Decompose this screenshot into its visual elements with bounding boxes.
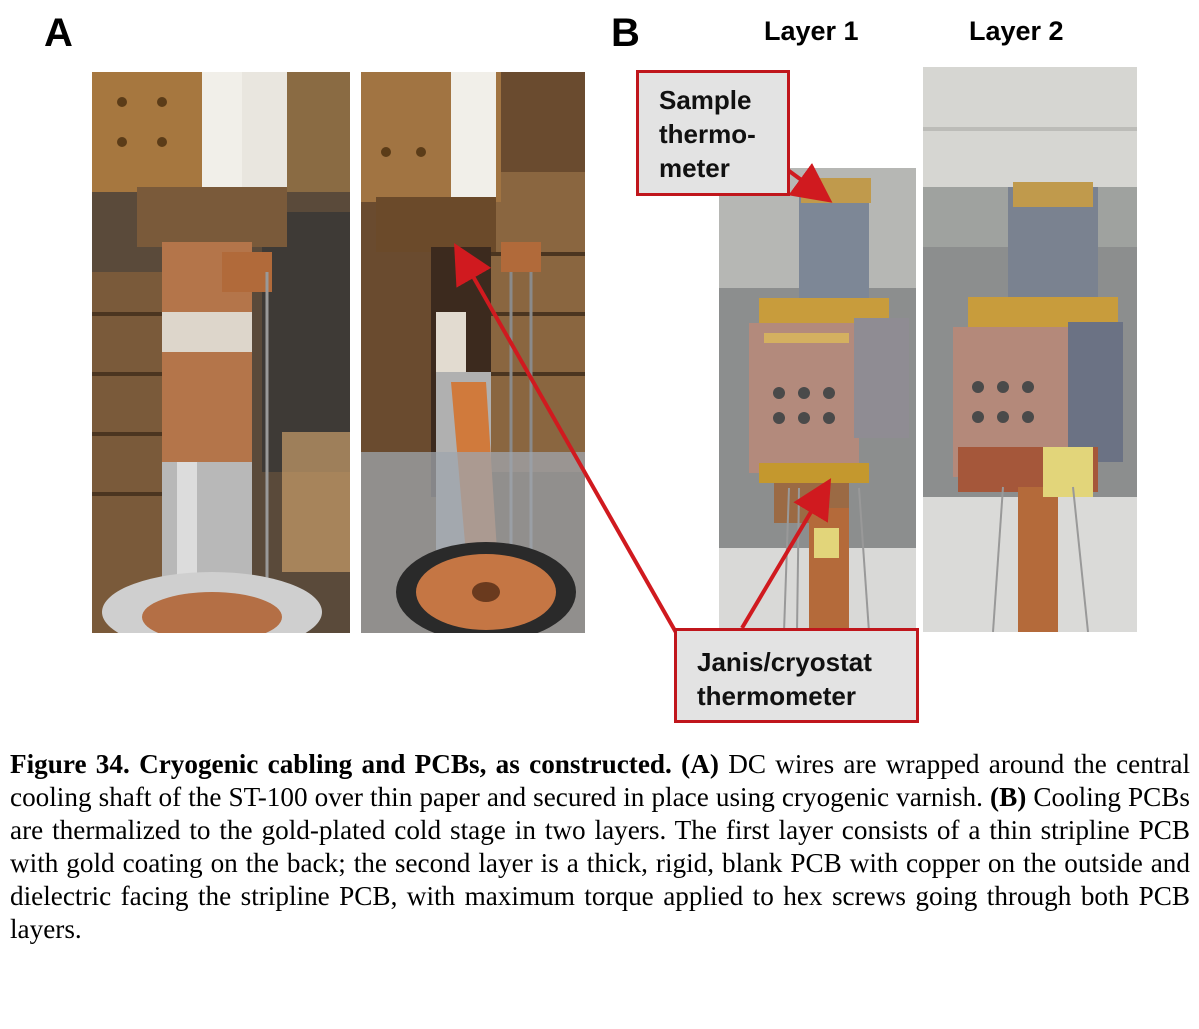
layer-1-label: Layer 1 [764, 16, 859, 46]
callout-sample-line-1: Sample [659, 85, 752, 115]
callout-sample-line-3: meter [659, 153, 730, 183]
photo-b-layer-2 [923, 67, 1137, 632]
caption-a-text: DC wires are wrapped around the central … [10, 749, 1191, 812]
callout-sample-line-2: thermo- [659, 119, 756, 149]
caption-b-tag: (B) [990, 782, 1027, 812]
figure-caption: Figure 34. Cryogenic cabling and PCBs, a… [10, 748, 1190, 946]
callout-janis-line-2: thermometer [697, 681, 856, 711]
callout-janis-thermometer: Janis/cryostat thermometer [674, 628, 919, 723]
photo-b-layer-1 [719, 168, 916, 632]
photo-a1-shaft-paper-wrap [92, 72, 350, 633]
layer-2-label: Layer 2 [969, 16, 1064, 46]
callout-sample-thermometer: Sample thermo- meter [636, 70, 790, 196]
caption-b-text: Cooling PCBs are thermalized to the gold… [10, 782, 1191, 944]
callout-janis-line-1: Janis/cryostat [697, 647, 872, 677]
panel-b-label: B [611, 11, 640, 55]
caption-a-tag: (A) [681, 749, 719, 779]
figure-title: Figure 34. Cryogenic cabling and PCBs, a… [10, 749, 672, 779]
panel-a-label: A [44, 11, 73, 55]
photo-a2-shaft-dc-wires [361, 72, 585, 633]
